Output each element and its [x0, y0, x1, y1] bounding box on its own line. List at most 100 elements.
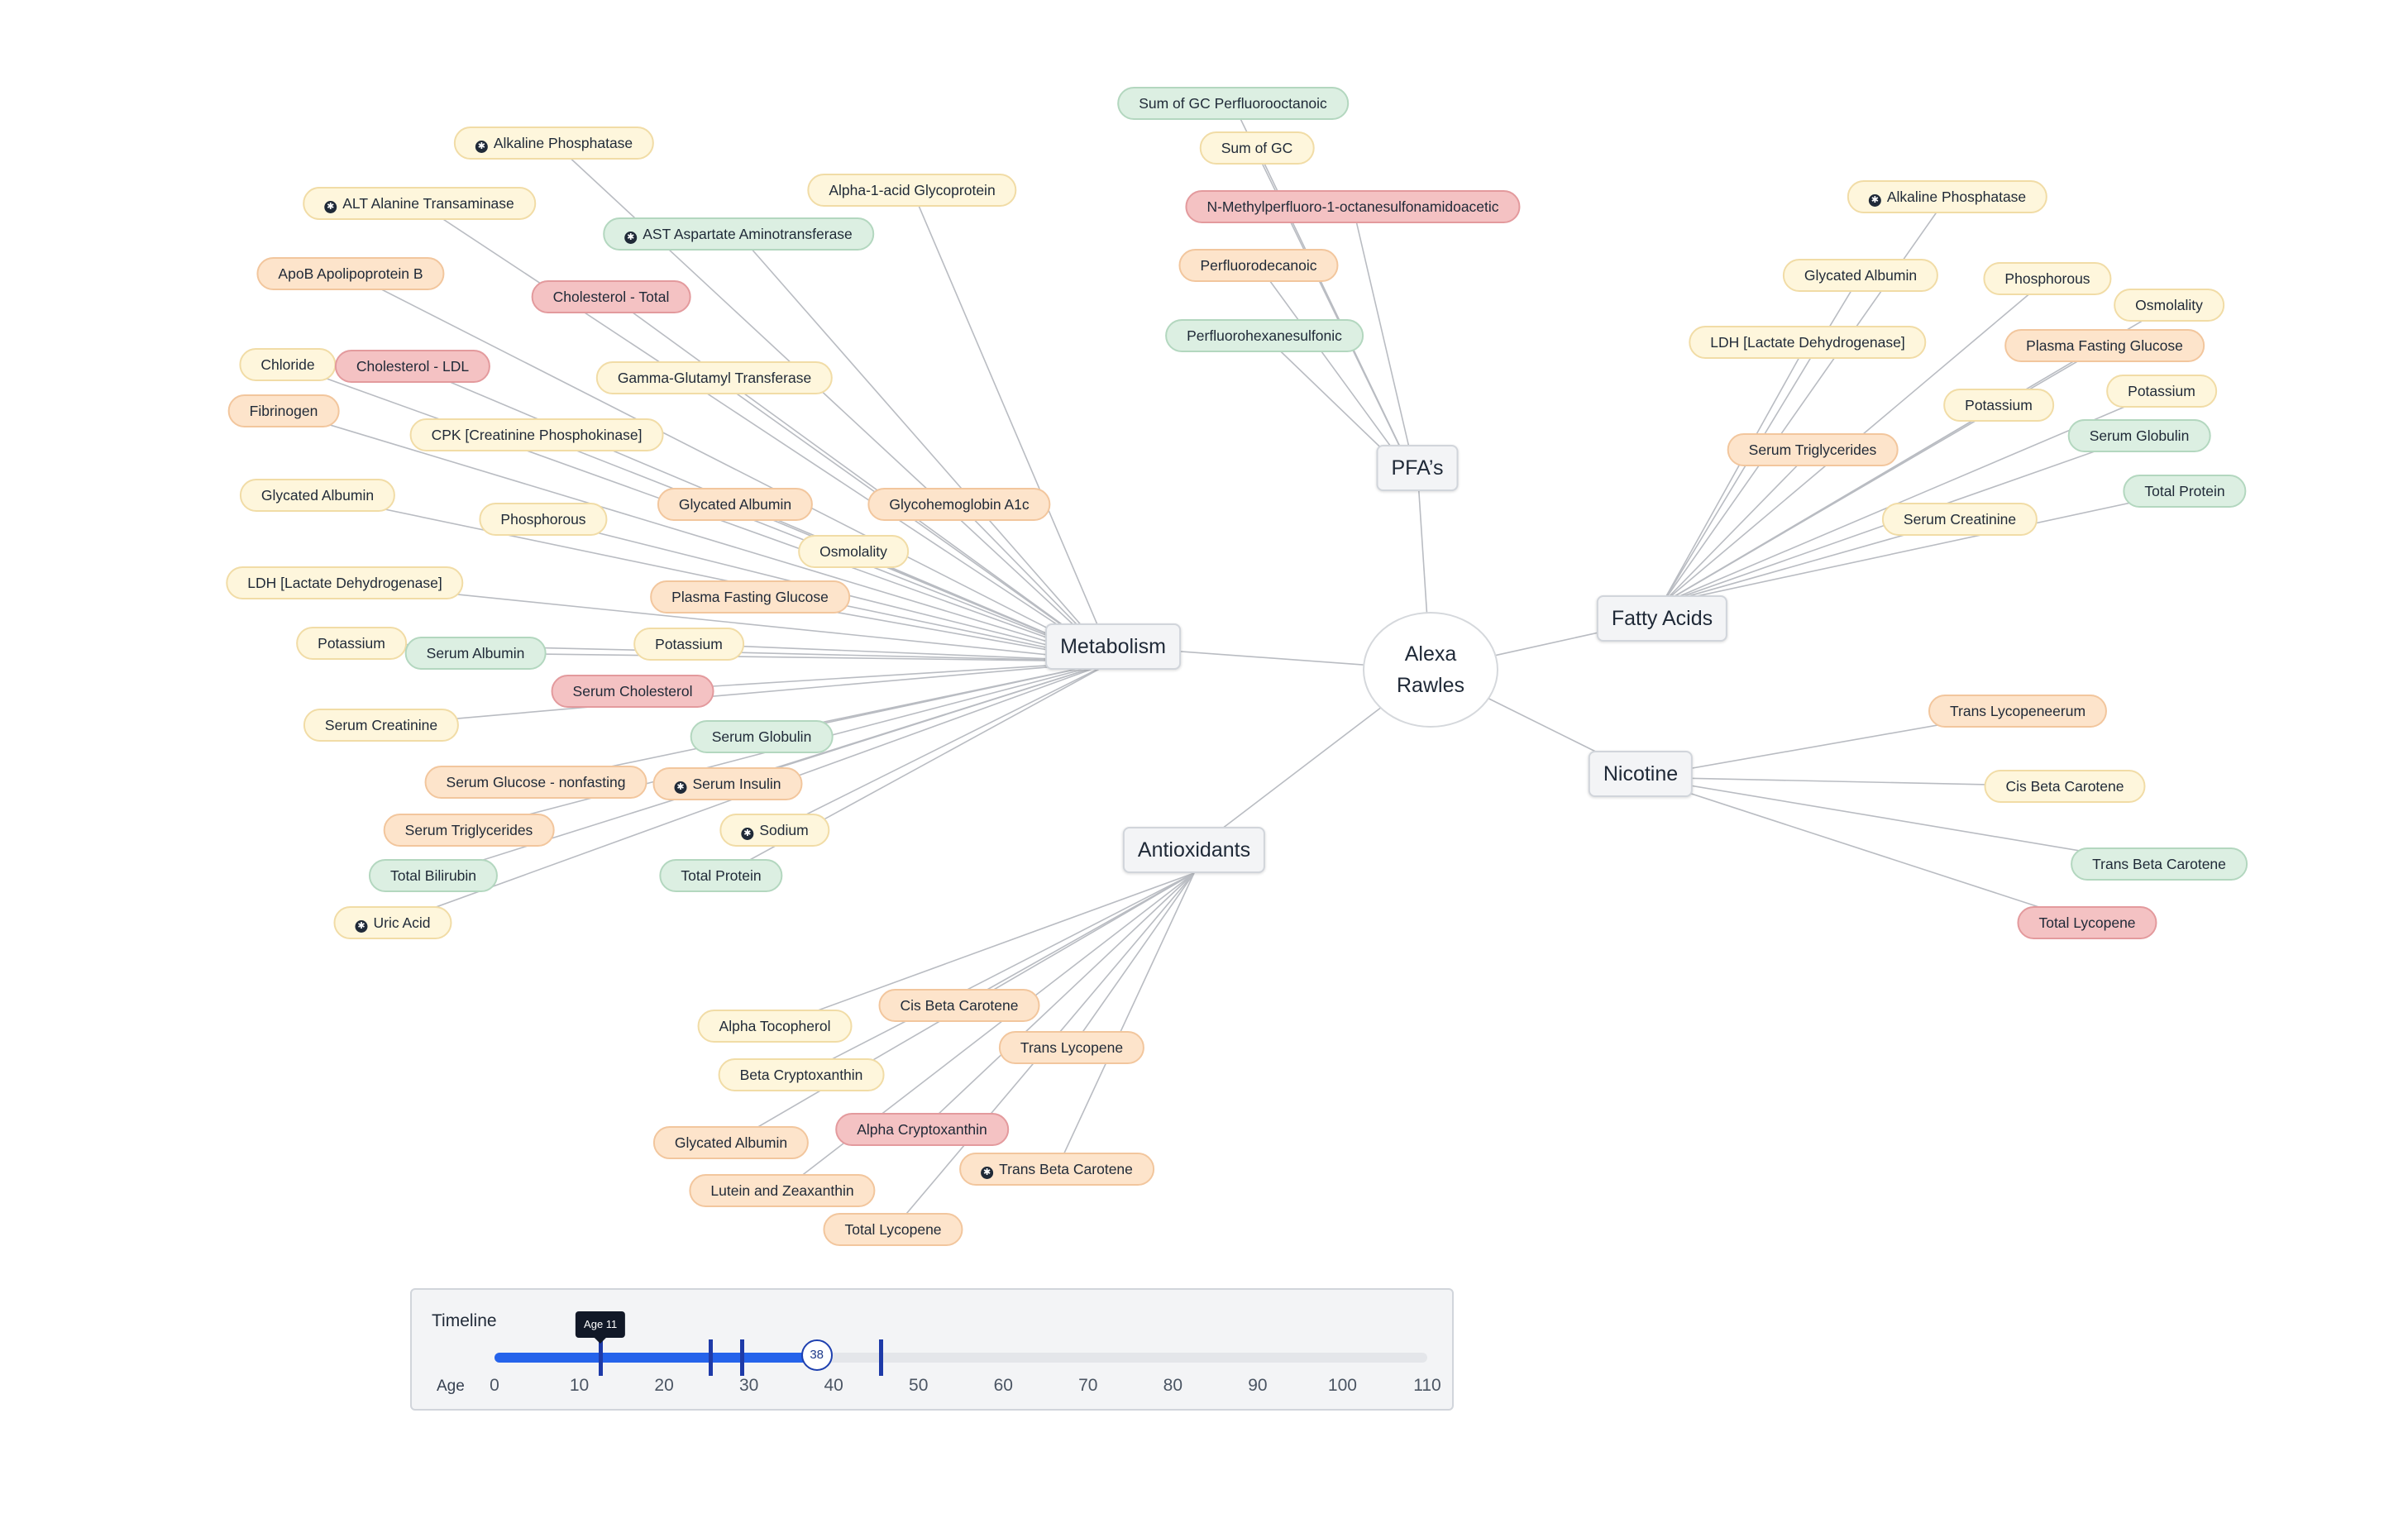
biomarker-node[interactable]: Perfluorohexanesulfonic: [1165, 319, 1364, 352]
connector-pfas-item: [1352, 206, 1418, 484]
biomarker-node[interactable]: Beta Cryptoxanthin: [718, 1058, 885, 1091]
biomarker-node[interactable]: Serum Globulin: [690, 720, 834, 753]
biomarker-node[interactable]: Phosphorous: [1983, 262, 2112, 295]
connector-metabolism-item: [688, 643, 1114, 662]
biomarker-node[interactable]: Serum Creatinine: [1881, 503, 2038, 536]
gear-icon: ✱: [741, 828, 754, 840]
biomarker-node[interactable]: Glycated Albumin: [239, 479, 396, 512]
biomarker-node[interactable]: Potassium: [2106, 375, 2217, 408]
biomarker-label: Alkaline Phosphatase: [493, 135, 633, 151]
biomarker-node[interactable]: Total Protein: [2123, 475, 2247, 508]
biomarker-node[interactable]: Fibrinogen: [227, 394, 340, 427]
biomarker-node[interactable]: Plasma Fasting Glucose: [650, 580, 850, 613]
timeline-tick-label: 10: [569, 1376, 590, 1395]
biomarker-label: Lutein and Zeaxanthin: [710, 1182, 854, 1199]
biomarker-node[interactable]: Cis Beta Carotene: [1984, 770, 2146, 803]
biomarker-node[interactable]: N-Methylperfluoro-1-octanesulfonamidoace…: [1185, 190, 1521, 223]
biomarker-node[interactable]: Potassium: [633, 628, 744, 661]
biomarker-node[interactable]: Trans Beta Carotene: [2071, 847, 2248, 881]
connector-metabolism-item: [350, 273, 1114, 662]
biomarker-node[interactable]: Trans Lycopeneerum: [1928, 695, 2108, 728]
biomarker-label: Cholesterol - Total: [552, 289, 670, 305]
biomarker-node[interactable]: ApoB Apolipoprotein B: [256, 257, 445, 290]
biomarker-node[interactable]: Alpha Tocopherol: [697, 1010, 853, 1043]
category-node-fatty[interactable]: Fatty Acids: [1596, 595, 1728, 642]
timeline-handle[interactable]: 38: [800, 1339, 833, 1371]
biomarker-node[interactable]: Serum Globulin: [2067, 419, 2211, 452]
biomarker-node[interactable]: ✱Alkaline Phosphatase: [453, 127, 655, 160]
biomarker-label: Potassium: [2128, 383, 2195, 399]
biomarker-node[interactable]: Osmolality: [2114, 289, 2224, 322]
biomarker-label: Serum Globulin: [2089, 427, 2190, 444]
timeline-tick-label: 50: [909, 1376, 929, 1395]
person-node[interactable]: Alexa Rawles: [1363, 612, 1498, 728]
biomarker-node[interactable]: ✱ALT Alanine Transaminase: [303, 187, 536, 220]
biomarker-node[interactable]: Serum Glucose - nonfasting: [424, 766, 647, 799]
biomarker-node[interactable]: Potassium: [1943, 389, 2054, 422]
biomarker-node[interactable]: Lutein and Zeaxanthin: [689, 1174, 876, 1207]
timeline-marker[interactable]: [599, 1339, 604, 1376]
biomarker-node[interactable]: Gamma-Glutamyl Transferase: [595, 361, 834, 394]
biomarker-label: Serum Creatinine: [324, 717, 438, 733]
biomarker-node[interactable]: Serum Triglycerides: [1727, 433, 1899, 466]
biomarker-node[interactable]: Cholesterol - Total: [531, 280, 691, 313]
timeline-marker[interactable]: [878, 1339, 883, 1376]
category-node-metabolism[interactable]: Metabolism: [1045, 623, 1181, 670]
biomarker-node[interactable]: ✱Uric Acid: [333, 906, 452, 939]
biomarker-node[interactable]: Trans Lycopene: [998, 1031, 1145, 1064]
biomarker-node[interactable]: ✱ AST Aspartate Aminotransferase: [603, 217, 874, 251]
biomarker-label: Serum Creatinine: [1903, 511, 2017, 528]
biomarker-node[interactable]: Alpha-1-acid Glycoprotein: [807, 174, 1017, 207]
category-node-pfas[interactable]: PFA’s: [1376, 445, 1459, 491]
biomarker-node[interactable]: Alpha Cryptoxanthin: [835, 1113, 1009, 1146]
biomarker-node[interactable]: Total Protein: [659, 859, 783, 892]
biomarker-node[interactable]: Glycated Albumin: [657, 488, 814, 521]
biomarker-node[interactable]: Total Bilirubin: [368, 859, 499, 892]
gear-icon: ✱: [624, 232, 638, 244]
biomarker-label: Phosphorous: [2004, 270, 2090, 287]
biomarker-node[interactable]: Perfluorodecanoic: [1178, 249, 1339, 282]
biomarker-node[interactable]: LDH [Lactate Dehydrogenase]: [1689, 326, 1927, 359]
biomarker-node[interactable]: Serum Cholesterol: [551, 675, 714, 708]
biomarker-node[interactable]: Potassium: [296, 627, 407, 660]
biomarker-node[interactable]: Sum of GC: [1199, 131, 1315, 165]
biomarker-label: Serum Triglycerides: [404, 822, 533, 838]
biomarker-node[interactable]: Sum of GC Perfluorooctanoic: [1117, 87, 1349, 120]
timeline-marker[interactable]: [709, 1339, 714, 1376]
biomarker-label: Glycated Albumin: [1804, 267, 1918, 284]
biomarker-node[interactable]: ✱Trans Beta Carotene: [959, 1153, 1154, 1186]
biomarker-node[interactable]: Serum Albumin: [404, 637, 547, 670]
biomarker-node[interactable]: Glycated Albumin: [652, 1126, 810, 1159]
biomarker-node[interactable]: Total Lycopene: [823, 1213, 963, 1246]
biomarker-label: Plasma Fasting Glucose: [671, 589, 829, 605]
biomarker-node[interactable]: ✱Serum Insulin: [652, 767, 803, 800]
biomarker-node[interactable]: ✱Sodium: [719, 814, 830, 847]
gear-icon: ✱: [1868, 194, 1881, 207]
connector-metabolism-item: [380, 661, 1114, 726]
biomarker-label: Total Protein: [681, 867, 762, 884]
biomarker-node[interactable]: Phosphorous: [479, 503, 608, 536]
biomarker-node[interactable]: Total Lycopene: [2017, 906, 2157, 939]
biomarker-node[interactable]: Chloride: [239, 348, 337, 381]
biomarker-node[interactable]: Glycohemoglobin A1c: [867, 488, 1051, 521]
biomarker-node[interactable]: Serum Creatinine: [303, 709, 460, 742]
biomarker-node[interactable]: ✱Alkaline Phosphatase: [1847, 180, 2048, 213]
biomarker-label: AST Aspartate Aminotransferase: [643, 226, 853, 242]
category-node-antioxidants[interactable]: Antioxidants: [1122, 827, 1266, 873]
connector-antioxidants-item: [1056, 872, 1195, 1170]
biomarker-label: Alpha-1-acid Glycoprotein: [829, 182, 996, 198]
biomarker-node[interactable]: Cholesterol - LDL: [334, 350, 491, 383]
biomarker-node[interactable]: Osmolality: [798, 535, 909, 568]
connector-fatty-item: [1661, 449, 1813, 604]
biomarker-node[interactable]: Glycated Albumin: [1782, 259, 1939, 292]
biomarker-label: Trans Lycopeneerum: [1949, 703, 2086, 719]
biomarker-label: Chloride: [260, 356, 315, 373]
biomarker-node[interactable]: Cis Beta Carotene: [878, 989, 1040, 1022]
biomarker-node[interactable]: Plasma Fasting Glucose: [2004, 329, 2205, 362]
biomarker-node[interactable]: CPK [Creatinine Phosphokinase]: [409, 418, 664, 451]
biomarker-label: Sum of GC: [1221, 140, 1293, 156]
biomarker-node[interactable]: Serum Triglycerides: [383, 814, 555, 847]
category-node-nicotine[interactable]: Nicotine: [1588, 751, 1694, 797]
timeline-marker[interactable]: [740, 1339, 745, 1376]
biomarker-node[interactable]: LDH [Lactate Dehydrogenase]: [226, 566, 464, 599]
